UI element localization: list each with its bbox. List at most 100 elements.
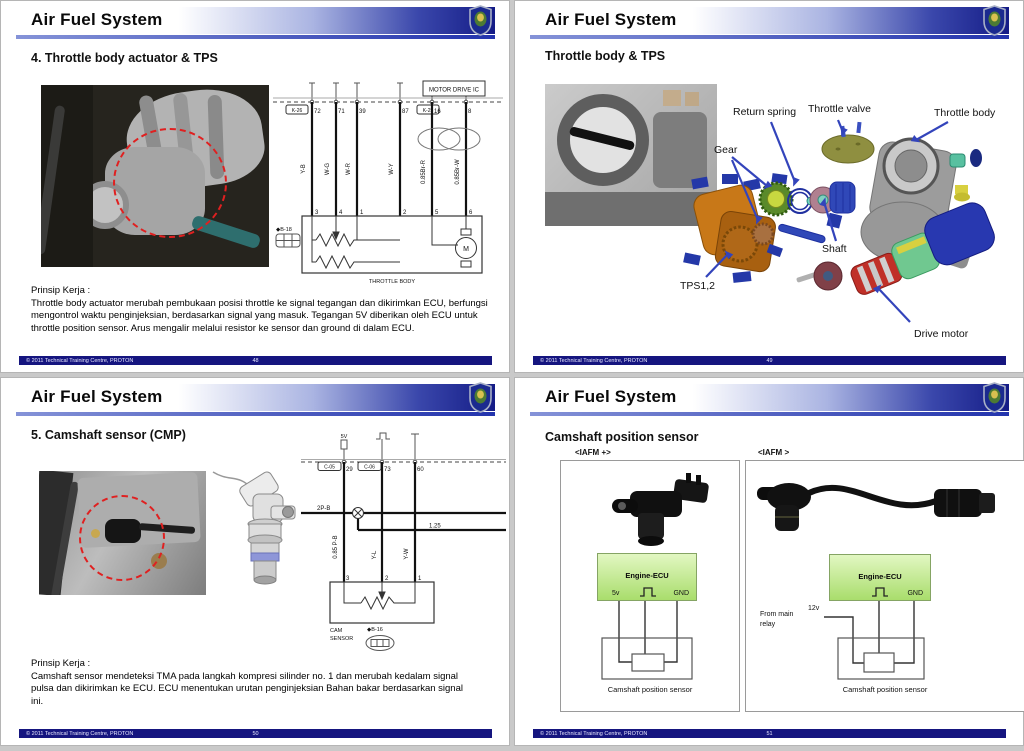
slide-subtitle: 5. Camshaft sensor (CMP) — [31, 428, 186, 442]
slide-page-51: Air Fuel System Camshaft position sensor… — [514, 377, 1024, 746]
highlight-circle — [79, 495, 165, 581]
cmp-sensor-image — [612, 473, 709, 546]
footer-page-number: 51 — [766, 730, 773, 737]
nut-part — [955, 185, 968, 194]
panel-caption: Camshaft position sensor — [607, 685, 693, 694]
connector-b18-label: ◆B-18 — [276, 227, 292, 233]
page-title: Air Fuel System — [545, 387, 677, 406]
header-gradient — [16, 7, 495, 34]
engine-photo — [41, 85, 269, 267]
pin-2: 2 — [403, 210, 407, 216]
wire-y-b: Y-B — [301, 164, 307, 173]
title-underline — [530, 412, 1009, 416]
label-5v: 5V — [341, 434, 348, 440]
pulse-symbol — [376, 432, 390, 440]
footer-copyright: © 2011 Technical Training Centre, PROTON — [540, 730, 648, 737]
proton-logo-icon — [469, 5, 492, 36]
sensor-circuit — [824, 601, 925, 680]
blue-band — [250, 552, 280, 562]
footer-copyright: © 2011 Technical Training Centre, PROTON — [26, 357, 134, 364]
engine-ecu-box: Engine-ECU GND — [829, 554, 931, 601]
slide-page-50: Air Fuel System 5. Camshaft sensor (CMP)… — [0, 377, 510, 746]
prinsip-body: Throttle body actuator merubah pembukaan… — [31, 297, 488, 335]
pin-16: 16 — [434, 109, 441, 115]
panel-tag-iafm-plus: <IAFM +> — [575, 448, 611, 457]
pin-1: 1 — [418, 576, 422, 582]
engine-ecu-box: Engine-ECU 5v GND — [597, 553, 697, 601]
shaft-part — [778, 223, 826, 244]
wire-w-r: W-R — [346, 162, 352, 175]
wire-br-r: 0.85Br-R — [421, 159, 427, 184]
slide-subtitle: Camshaft position sensor — [545, 430, 699, 444]
proton-logo-icon — [983, 5, 1006, 36]
pin-72: 72 — [314, 109, 321, 115]
panel-caption: Camshaft position sensor — [842, 685, 928, 694]
prinsip-heading: Prinsip Kerja : — [31, 658, 91, 669]
title-underline — [16, 412, 495, 416]
prinsip-kerja-block: Prinsip Kerja : Camshaft sensor mendetek… — [31, 658, 476, 709]
throttle-valve-part — [821, 134, 875, 164]
connector-b16-label: ◆B-16 — [367, 627, 383, 633]
prinsip-body: Camshaft sensor mendeteksi TMA pada lang… — [31, 670, 463, 708]
label-tps: TPS1,2 — [680, 280, 715, 292]
header-gradient — [530, 384, 1009, 411]
pin-4: 4 — [339, 210, 343, 216]
slide-subtitle: 4. Throttle body actuator & TPS — [31, 51, 218, 65]
motor-drive-ic-label: MOTOR DRIVE IC — [429, 88, 480, 94]
title-underline — [530, 35, 1009, 39]
footer-page-number: 48 — [252, 357, 259, 364]
sensor-circuit — [601, 601, 693, 680]
footer-page-number: 50 — [252, 730, 259, 737]
footer-copyright: © 2011 Technical Training Centre, PROTON — [26, 730, 134, 737]
slide-page-49: Air Fuel System Throttle body & TPS — [514, 0, 1024, 373]
slide-footer: © 2011 Technical Training Centre, PROTON… — [533, 729, 1006, 738]
cam-box-label-1: CAM — [330, 628, 343, 634]
footer-page-number: 49 — [766, 357, 773, 364]
label-1-25: 1.25 — [429, 524, 441, 530]
pin-3: 3 — [315, 210, 319, 216]
slide-page-48: Air Fuel System 4. Throttle body actuato… — [0, 0, 510, 373]
pin-8: 8 — [468, 109, 472, 115]
pin-5: 5 — [435, 210, 439, 216]
connector-k25-label: K-25 — [423, 108, 434, 114]
drive-motor-part — [796, 202, 995, 295]
header-gradient — [16, 384, 495, 411]
exploded-view-diagram: Return spring Throttle valve Throttle bo… — [680, 103, 996, 340]
cmp-sensor-drawing — [212, 471, 296, 585]
relay-label-line2: relay — [760, 621, 776, 628]
cmp-sensor-cable-image — [757, 483, 995, 531]
motor-symbol: M — [463, 246, 469, 253]
wire-br-w: 0.85Br-W — [455, 159, 461, 185]
page-title: Air Fuel System — [31, 387, 163, 406]
wire-085-p-b: 0.85 P-B — [333, 535, 339, 558]
header-gradient — [530, 7, 1009, 34]
throttle-body-photo — [545, 84, 717, 226]
label-shaft: Shaft — [822, 243, 847, 255]
connector-c05-label: C-05 — [324, 465, 335, 471]
slide-footer: © 2011 Technical Training Centre, PROTON… — [19, 729, 492, 738]
iafm-plus-panel: Engine-ECU 5v GND Camshaft position sens… — [560, 460, 740, 712]
prinsip-kerja-block: Prinsip Kerja : Throttle body actuator m… — [31, 285, 489, 336]
proton-logo-icon — [469, 382, 492, 413]
throttle-body-box-label: THROTTLE BODY — [369, 279, 415, 285]
relay-label-line1: From main — [760, 611, 794, 618]
panel-tag-iafm: <IAFM > — [758, 448, 790, 457]
wire-y-l: Y-L — [372, 550, 378, 559]
connector-k26-label: K-26 — [292, 108, 303, 114]
seal-part — [970, 149, 982, 167]
pin-29: 29 — [346, 467, 353, 473]
pin-73: 73 — [384, 467, 391, 473]
pin-39: 39 — [359, 109, 366, 115]
bushing-part — [949, 153, 966, 168]
wire-w-y: W-Y — [389, 163, 395, 175]
wire-w-g: W-G — [325, 163, 331, 176]
slide-footer: © 2011 Technical Training Centre, PROTON… — [19, 356, 492, 365]
slide-footer: © 2011 Technical Training Centre, PROTON… — [533, 356, 1006, 365]
label-throttle-body: Throttle body — [934, 107, 996, 119]
label-2p-b: 2P-B — [317, 506, 330, 512]
highlight-circle — [113, 128, 227, 238]
pulse-icon — [640, 587, 656, 597]
ecu-label: Engine-ECU — [625, 571, 669, 581]
ecu-gnd-label: GND — [907, 590, 923, 597]
cmp-wiring-diagram: 5V C-05 C-06 29 73 60 2P-B 1.25 0 — [301, 432, 506, 651]
